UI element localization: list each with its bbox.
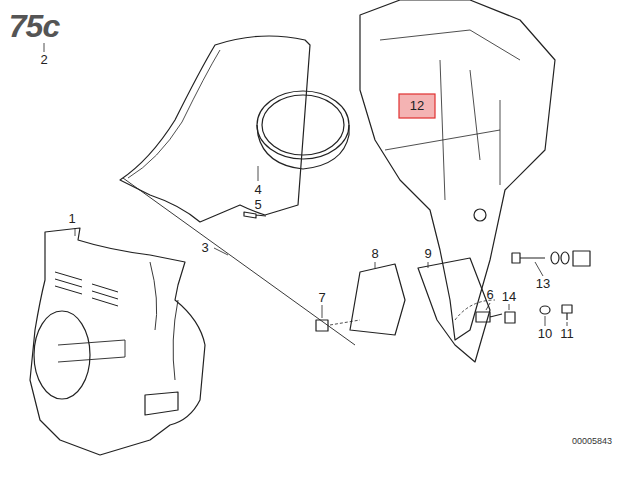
callout-number: 14 — [502, 290, 516, 304]
callout-number: 11 — [560, 327, 574, 341]
callout-number: 3 — [201, 241, 208, 255]
bracket-hole — [474, 209, 486, 221]
callout-number: 5 — [254, 198, 261, 212]
washer — [561, 252, 569, 264]
highlight-box — [399, 94, 435, 118]
vents — [55, 272, 118, 306]
headlight-opening — [34, 311, 90, 399]
nut — [505, 312, 515, 323]
callout-number: 1 — [68, 212, 75, 226]
callout-number: 13 — [536, 277, 550, 291]
screw — [562, 305, 572, 320]
callout-number: 12 — [410, 99, 424, 113]
plate — [418, 258, 490, 362]
fairing-vent — [145, 392, 178, 415]
bracket-detail — [380, 30, 520, 200]
wire — [330, 300, 495, 325]
callout-number: 7 — [318, 291, 325, 305]
headlight-ring — [257, 125, 349, 169]
fairing — [30, 228, 205, 455]
callout-number: 10 — [538, 327, 552, 341]
rubber-mount — [573, 251, 590, 266]
bolt — [476, 312, 502, 322]
nut — [316, 320, 328, 331]
fairing-detail — [58, 262, 178, 380]
callout-number: 6 — [486, 288, 493, 302]
screw — [244, 212, 266, 218]
bolt — [512, 253, 545, 263]
windscreen-edge — [128, 50, 220, 178]
washer — [551, 252, 559, 264]
fairing-bracket — [360, 0, 555, 340]
headlight-ring — [257, 91, 349, 159]
divider-line — [123, 178, 355, 345]
callout-number: 2 — [40, 53, 47, 67]
windscreen — [120, 36, 310, 222]
callout-number: 4 — [254, 183, 261, 197]
leader-line — [44, 43, 567, 326]
callout-number: 9 — [424, 247, 431, 261]
callout-number: 8 — [371, 247, 378, 261]
plate — [350, 264, 405, 335]
washer — [540, 306, 550, 314]
emblem-text: 75c — [9, 9, 59, 44]
drawing-number: 00005843 — [572, 437, 612, 447]
headlight-ring — [262, 95, 344, 155]
